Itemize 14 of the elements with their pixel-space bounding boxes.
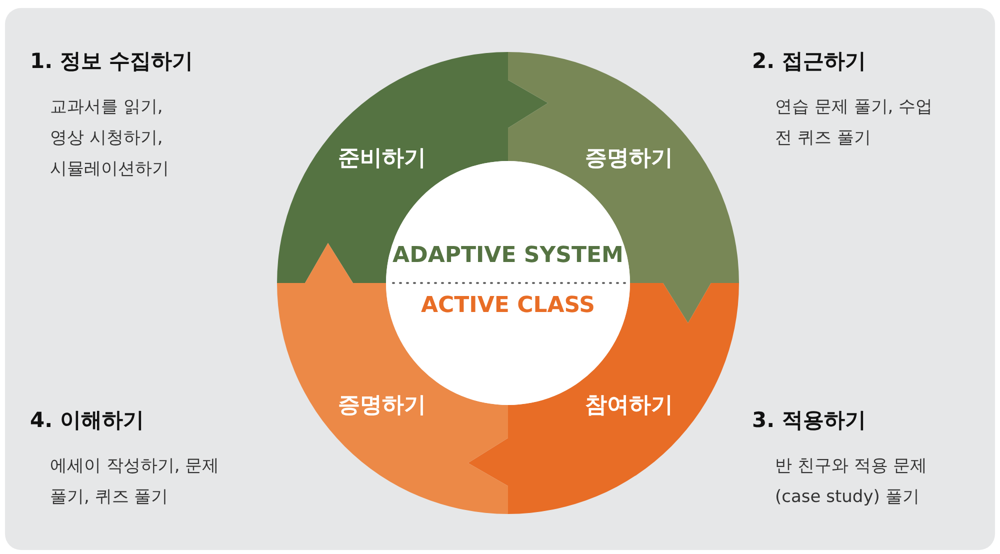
step-heading: 3. 적용하기: [752, 407, 866, 434]
segment-label: 증명하기: [585, 145, 673, 173]
step-description: 반 친구와 적용 문제 (case study) 풀기: [775, 455, 928, 509]
step-heading: 4. 이해하기: [30, 407, 144, 434]
step-heading: 1. 정보 수집하기: [30, 48, 194, 75]
step-description: 에세이 작성하기, 문제 풀기, 퀴즈 풀기: [50, 455, 220, 509]
segment-label: 참여하기: [585, 392, 673, 420]
step-heading: 2. 접근하기: [752, 48, 866, 75]
step-description: 연습 문제 풀기, 수업 전 퀴즈 풀기: [775, 96, 934, 150]
segment-label: 준비하기: [338, 145, 426, 173]
segment-label: 증명하기: [338, 392, 426, 420]
center-title: ACTIVE CLASS: [420, 293, 596, 318]
center-title: ADAPTIVE SYSTEM: [392, 243, 624, 268]
step-description: 교과서를 읽기, 영상 시청하기, 시뮬레이션하기: [50, 96, 170, 181]
